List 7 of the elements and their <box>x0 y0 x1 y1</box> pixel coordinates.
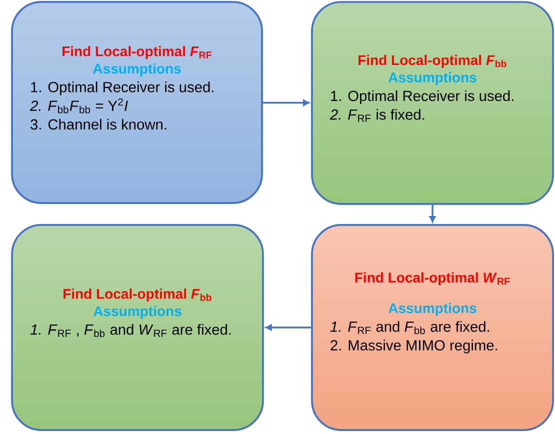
process-box: Find Local-optimal F$_{bb}$ Assumptions 1. F$_{RF}$ , F$_{bb}$ and W$_{RF}$ are fixed. <box>11 224 264 431</box>
process-box: Find Local-optimal F$_{bb}$ Assumptions 1. Optimal Receiver is used. 2. F$_{RF}$ is fixed. <box>311 1 554 205</box>
process-box: Find Local-optimal F$_{RF}$ Assumptions 1. Optimal Receiver is used. 2. F$_{bb}$F$_{bb}$ = Υ$^{2}$I 3. Channel is known. <box>11 1 263 204</box>
arrow <box>429 204 436 222</box>
arrow <box>262 100 310 106</box>
arrow <box>266 324 312 331</box>
process-box: Find Local-optimal W$_{RF}$ Assumptions 1. F$_{RF}$ and F$_{bb}$ are fixed. 2. Massive MIMO regime. <box>311 224 554 431</box>
